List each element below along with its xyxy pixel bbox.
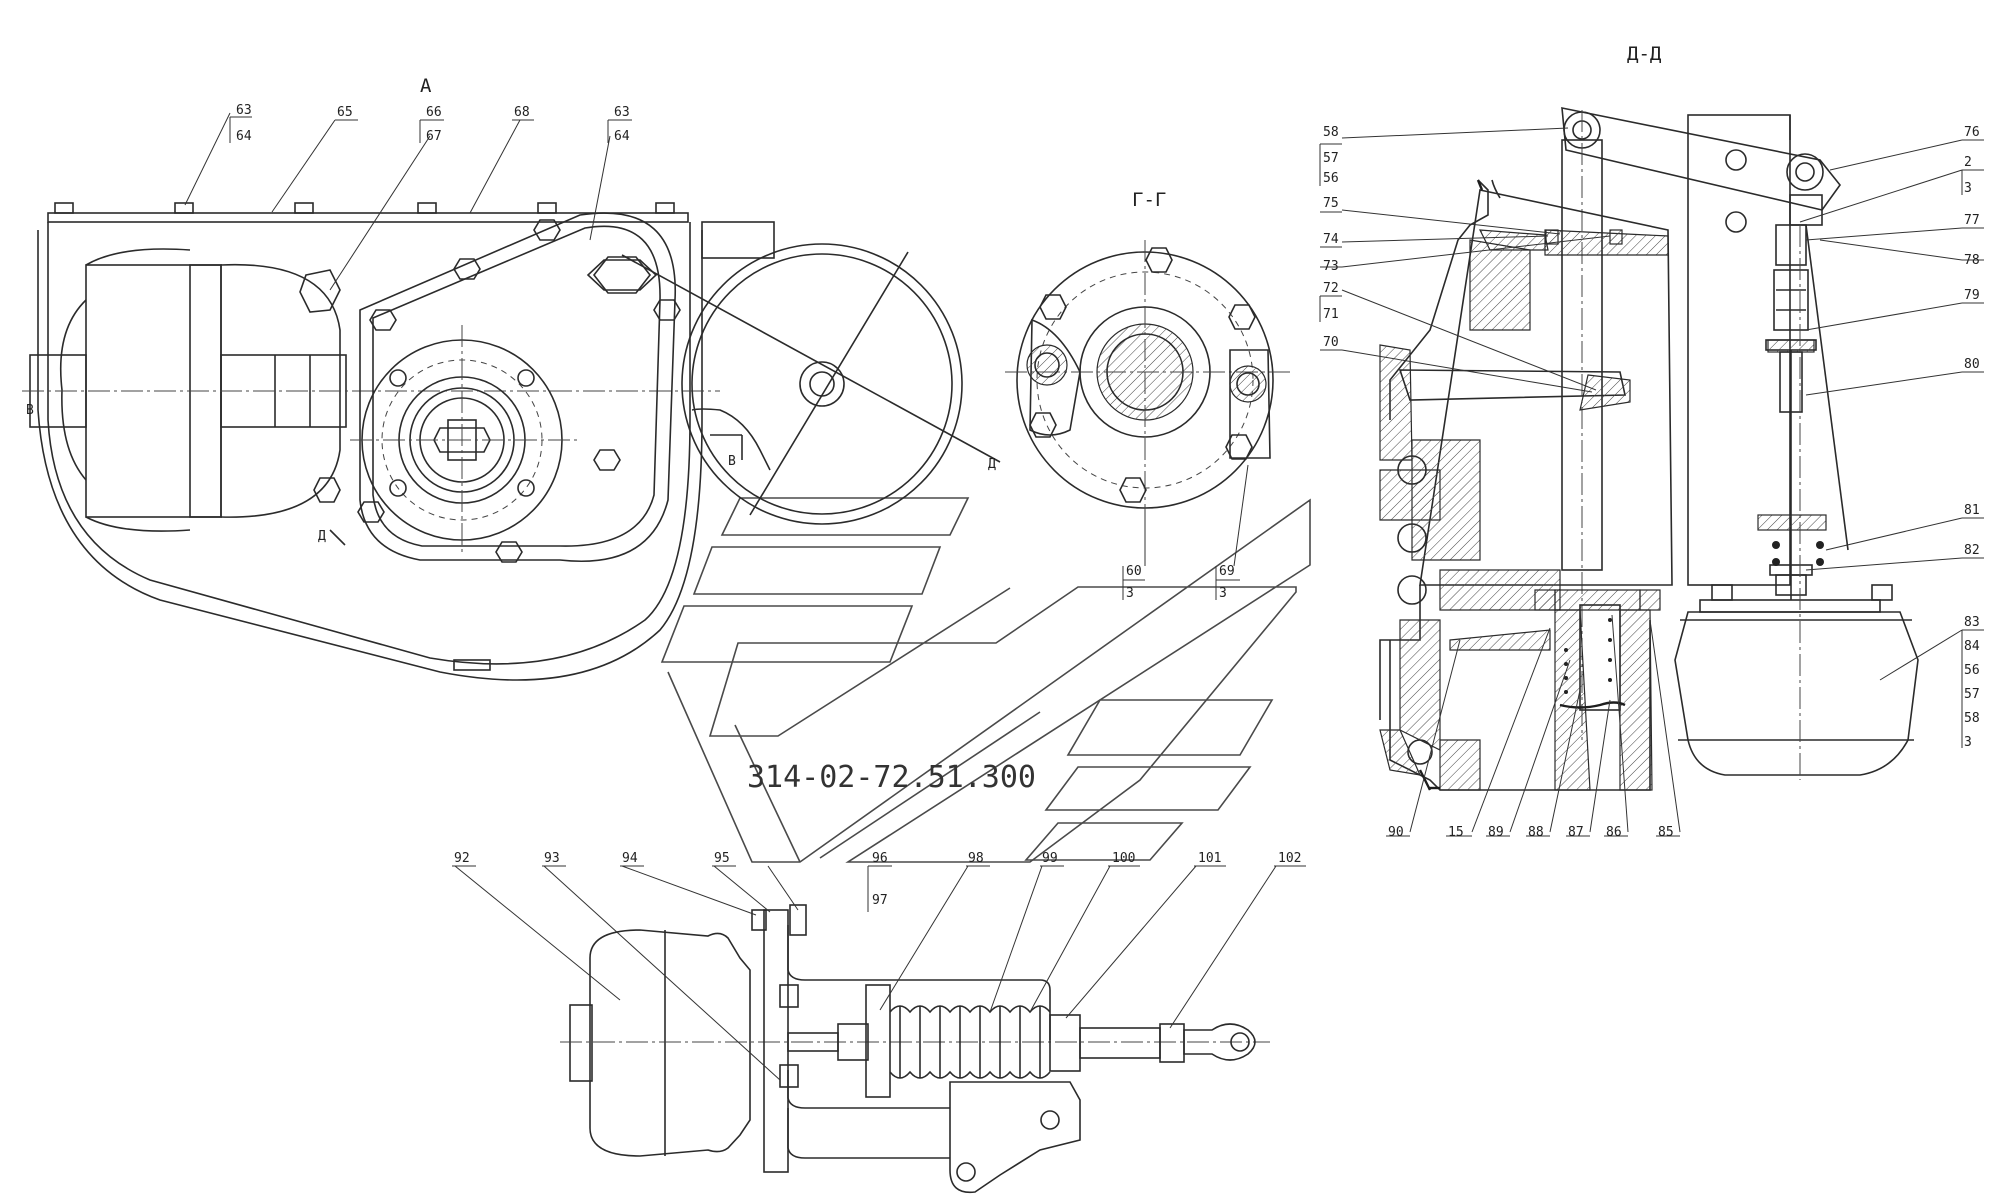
spring-dots-right	[1772, 541, 1824, 566]
dd-right-labels: 76 2 3 77 78 79 80 81 82 83 84 56 57 58 …	[1961, 125, 1984, 750]
svg-text:64: 64	[236, 129, 252, 144]
label-66-67: 66 67	[419, 105, 444, 144]
svg-text:2: 2	[1964, 155, 1972, 170]
svg-text:80: 80	[1964, 357, 1980, 372]
svg-text:73: 73	[1323, 259, 1339, 274]
svg-text:63: 63	[614, 105, 630, 120]
svg-text:93: 93	[544, 851, 560, 866]
svg-text:72: 72	[1323, 281, 1339, 296]
svg-text:66: 66	[426, 105, 442, 120]
actuator-leaders	[454, 865, 1277, 1081]
svg-text:87: 87	[1568, 825, 1584, 840]
svg-text:58: 58	[1323, 125, 1339, 140]
svg-text:57: 57	[1964, 687, 1980, 702]
svg-text:60: 60	[1126, 564, 1142, 579]
svg-text:88: 88	[1528, 825, 1544, 840]
svg-text:70: 70	[1323, 335, 1339, 350]
svg-text:102: 102	[1278, 851, 1301, 866]
svg-text:100: 100	[1112, 851, 1135, 866]
svg-text:99: 99	[1042, 851, 1058, 866]
svg-text:85: 85	[1658, 825, 1674, 840]
svg-text:90: 90	[1388, 825, 1404, 840]
svg-text:95: 95	[714, 851, 730, 866]
svg-text:96: 96	[872, 851, 888, 866]
svg-text:3: 3	[1126, 586, 1134, 601]
svg-text:92: 92	[454, 851, 470, 866]
flange-bolts	[389, 369, 535, 497]
svg-text:97: 97	[872, 893, 888, 908]
label-69-3: 69 3	[1215, 564, 1240, 601]
svg-text:77: 77	[1964, 213, 1980, 228]
svg-text:56: 56	[1964, 663, 1980, 678]
svg-text:82: 82	[1964, 543, 1980, 558]
svg-text:56: 56	[1323, 171, 1339, 186]
label-60-3: 60 3	[1122, 564, 1145, 601]
svg-text:63: 63	[236, 103, 252, 118]
svg-text:79: 79	[1964, 288, 1980, 303]
svg-text:65: 65	[337, 105, 353, 120]
svg-text:64: 64	[614, 129, 630, 144]
svg-text:81: 81	[1964, 503, 1980, 518]
view-a-leaders	[184, 112, 611, 291]
svg-text:86: 86	[1606, 825, 1622, 840]
section-marker-v-2: В	[728, 454, 736, 469]
view-a-labels: 63 64 65 66 67 68 63 64	[229, 103, 632, 144]
section-dd: Д-Д	[1319, 43, 1984, 840]
svg-text:89: 89	[1488, 825, 1504, 840]
svg-text:101: 101	[1198, 851, 1221, 866]
label-63-64-b: 63 64	[607, 105, 632, 144]
svg-text:74: 74	[1323, 232, 1339, 247]
svg-text:84: 84	[1964, 639, 1980, 654]
label-63-64: 63 64	[229, 103, 252, 144]
view-a-title: А	[420, 75, 432, 97]
drawing-code: 314-02-72.51.300	[747, 760, 1036, 795]
section-dd-title: Д-Д	[1627, 43, 1662, 65]
section-marker-d: Д	[988, 457, 996, 472]
view-a: А В	[22, 75, 1001, 681]
svg-text:75: 75	[1323, 196, 1339, 211]
svg-text:3: 3	[1964, 181, 1972, 196]
svg-text:94: 94	[622, 851, 638, 866]
spring-dots-left	[1564, 618, 1612, 694]
dd-bottom-labels: 90 15 89 88 87 86 85	[1386, 825, 1680, 840]
svg-text:15: 15	[1448, 825, 1464, 840]
svg-text:76: 76	[1964, 125, 1980, 140]
top-bolts	[54, 202, 675, 214]
dd-left-labels: 58 57 56 75 74 73 72 71 70	[1319, 125, 1342, 351]
svg-text:98: 98	[968, 851, 984, 866]
svg-text:83: 83	[1964, 615, 1980, 630]
section-marker-v: В	[26, 403, 34, 418]
svg-text:71: 71	[1323, 307, 1339, 322]
svg-text:3: 3	[1964, 735, 1972, 750]
section-gg: Г-Г 60 3 69	[1005, 189, 1290, 601]
dd-leaders	[1341, 127, 1963, 833]
section-marker-d-2: Д	[318, 529, 326, 544]
svg-text:57: 57	[1323, 151, 1339, 166]
svg-text:58: 58	[1964, 711, 1980, 726]
svg-text:3: 3	[1219, 586, 1227, 601]
hex-bolts-view-a	[299, 219, 681, 563]
watermark-logo: 314-02-72.51.300	[660, 497, 1311, 863]
svg-text:68: 68	[514, 105, 530, 120]
coil-spring	[889, 1005, 1051, 1079]
svg-text:78: 78	[1964, 253, 1980, 268]
actuator-labels: 92 93 94 95 96 97 98 99 100 101 102	[452, 851, 1306, 912]
actuator-view: 92 93 94 95 96 97 98 99 100 101 102	[452, 851, 1306, 1194]
section-gg-title: Г-Г	[1132, 189, 1166, 211]
svg-text:67: 67	[426, 129, 442, 144]
svg-text:69: 69	[1219, 564, 1235, 579]
label-65: 65	[335, 105, 358, 121]
label-68: 68	[512, 105, 534, 121]
